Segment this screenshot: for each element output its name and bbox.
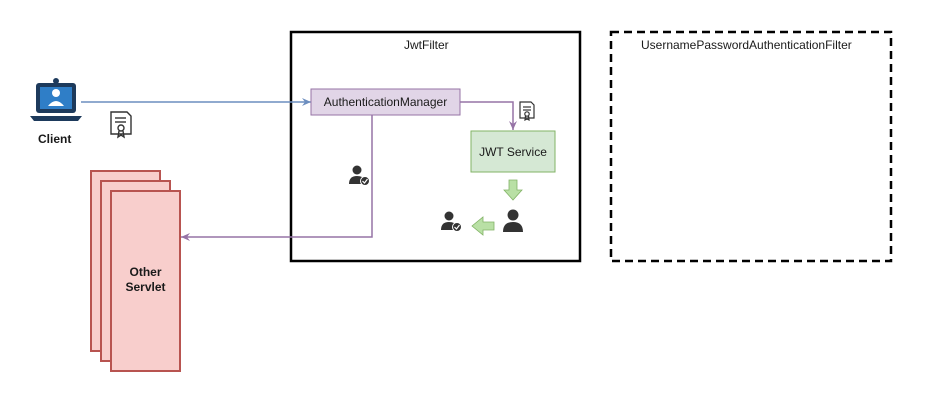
auth-manager-to-jwt-service-edge [460,101,517,130]
jwt-service-label: JWT Service [479,144,547,159]
other-servlet-label-line1: Other [129,265,162,279]
green-left-arrow [471,216,495,236]
user-check-icon-result [441,211,462,232]
other-servlet-label-line2: Servlet [125,280,166,294]
authentication-manager-box [310,88,461,116]
client-label: Client [38,132,72,146]
jwt-filter-title: JwtFilter [404,38,449,52]
username-filter-title: UsernamePasswordAuthenticationFilter [641,38,852,52]
authentication-manager-label: AuthenticationManager [323,95,448,109]
certificate-icon [110,111,132,139]
user-icon [503,209,523,232]
laptop-user-icon [30,83,82,121]
user-check-icon [349,165,370,186]
jwt-service-box [470,130,556,173]
username-password-filter-container [609,30,893,263]
laptop-camera [53,78,59,84]
auth-manager-to-other-servlet-edge [181,115,373,241]
certificate-icon-small [519,101,535,122]
green-down-arrow [503,179,523,201]
other-servlet-label: Other Servlet [111,262,180,298]
other-servlet-box-front [110,190,181,372]
